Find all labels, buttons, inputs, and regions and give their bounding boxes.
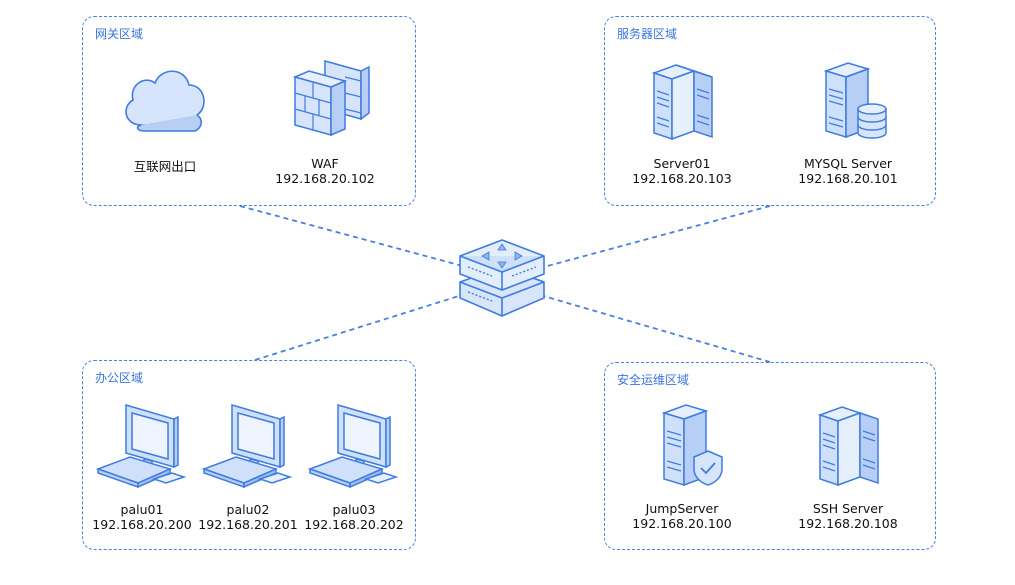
node-palu02[interactable]: palu02 192.168.20.201 — [178, 397, 318, 532]
link-servers — [539, 205, 771, 269]
node-ip: 192.168.20.201 — [198, 517, 298, 532]
node-name: Server01 — [653, 156, 711, 171]
computer-icon — [201, 404, 293, 489]
node-palu01[interactable]: palu01 192.168.20.200 — [72, 397, 212, 532]
node-mysql[interactable]: MYSQL Server 192.168.20.101 — [778, 55, 918, 186]
computer-icon — [95, 404, 187, 489]
zone-office: 办公区域 — [82, 360, 416, 550]
zone-title: 网关区域 — [95, 27, 144, 41]
node-name: 互联网出口 — [133, 159, 197, 174]
zone-title: 服务器区域 — [617, 27, 678, 41]
node-name: palu02 — [226, 502, 270, 517]
node-ip: 192.168.20.100 — [632, 516, 732, 531]
node-ip: 192.168.20.108 — [798, 516, 898, 531]
node-name: palu03 — [332, 502, 376, 517]
node-name: palu01 — [120, 502, 164, 517]
shield-server-icon — [661, 404, 723, 487]
link-security — [539, 294, 771, 363]
core-router[interactable] — [452, 232, 552, 331]
computer-icon — [307, 404, 399, 489]
node-sshserver[interactable]: SSH Server 192.168.20.108 — [778, 397, 918, 531]
node-jumpserver[interactable]: JumpServer 192.168.20.100 — [612, 397, 752, 531]
router-icon — [459, 239, 545, 317]
node-ip: 192.168.20.103 — [632, 171, 732, 186]
server-icon — [651, 64, 713, 141]
node-waf[interactable]: WAF 192.168.20.102 — [255, 55, 395, 186]
node-name: JumpServer — [645, 501, 719, 516]
zone-servers: 服务器区域 — [604, 16, 936, 206]
database-server-icon — [823, 62, 887, 139]
node-ip: 192.168.20.202 — [304, 517, 404, 532]
node-ip: 192.168.20.101 — [798, 171, 898, 186]
node-palu03[interactable]: palu03 192.168.20.202 — [284, 397, 424, 532]
server-icon — [817, 406, 879, 487]
link-gateway — [239, 205, 471, 269]
node-ip: 192.168.20.102 — [275, 171, 375, 186]
firewall-icon — [292, 60, 370, 137]
node-name: WAF — [311, 156, 339, 171]
link-office — [254, 294, 463, 361]
zone-title: 安全运维区域 — [617, 373, 690, 387]
node-name: MYSQL Server — [803, 156, 893, 171]
node-name: SSH Server — [812, 501, 884, 516]
zone-title: 办公区域 — [95, 371, 144, 385]
cloud-icon — [125, 70, 205, 132]
node-internet[interactable]: 互联网出口 — [95, 55, 235, 174]
node-ip: 192.168.20.200 — [92, 517, 192, 532]
zone-security: 安全运维区域 — [604, 362, 936, 550]
node-server01[interactable]: Server01 192.168.20.103 — [612, 55, 752, 186]
zone-gateway: 网关区域 — [82, 16, 416, 206]
